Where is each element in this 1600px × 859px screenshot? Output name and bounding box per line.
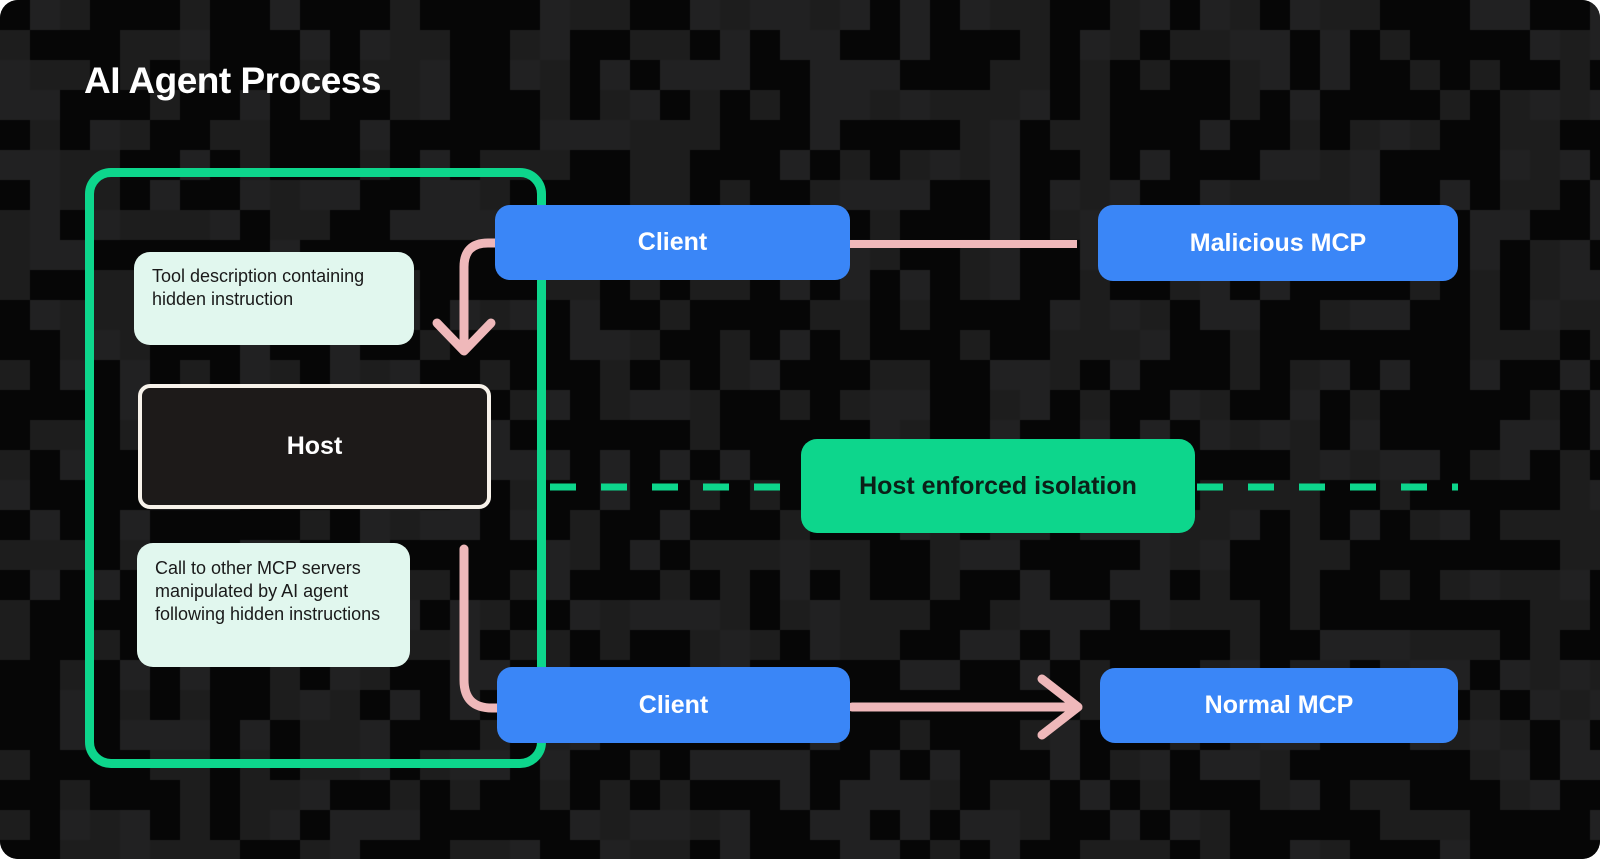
tool-description-note: Tool description containing hidden instr… xyxy=(134,252,414,345)
page-title: AI Agent Process xyxy=(84,60,382,101)
malicious-mcp-box: Malicious MCP xyxy=(1098,205,1458,281)
arrow-client-to-host-head xyxy=(432,318,496,356)
call-to-servers-note: Call to other MCP servers manipulated by… xyxy=(137,543,410,667)
line-host-to-bottom-client xyxy=(459,544,511,713)
isolation-label: Host enforced isolation xyxy=(859,471,1137,500)
host-box: Host xyxy=(138,384,491,509)
normal-mcp-box: Normal MCP xyxy=(1100,668,1458,743)
malicious-mcp-label: Malicious MCP xyxy=(1189,228,1367,257)
client-box-top: Client xyxy=(495,205,850,280)
host-enforced-isolation-box: Host enforced isolation xyxy=(801,439,1195,533)
arrow-client-to-host xyxy=(459,238,511,351)
agent-process-container xyxy=(85,168,546,768)
client-top-label: Client xyxy=(637,228,708,256)
host-label: Host xyxy=(286,432,343,460)
client-bottom-label: Client xyxy=(638,690,709,719)
normal-mcp-label: Normal MCP xyxy=(1204,691,1354,719)
arrow-client-to-normal-mcp-head xyxy=(1037,674,1083,740)
client-box-bottom: Client xyxy=(497,667,850,743)
